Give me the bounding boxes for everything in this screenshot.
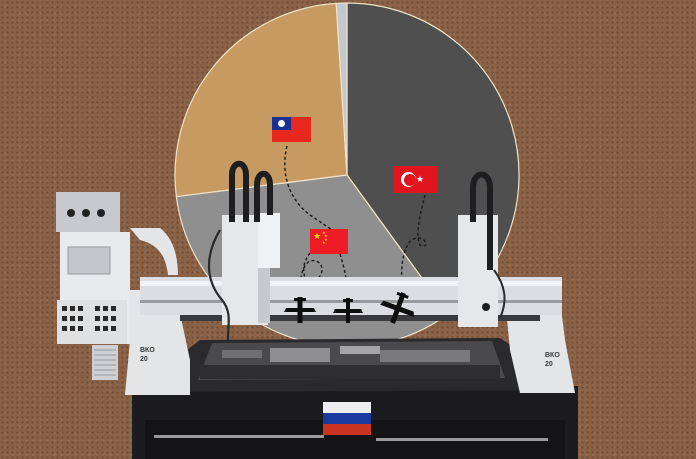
control-panel-keypad bbox=[57, 300, 127, 344]
china-flag-small-star-icon: ★ bbox=[324, 233, 328, 238]
cable-chain-3 bbox=[470, 171, 493, 270]
left-frame-label-2: 20 bbox=[140, 356, 148, 363]
china-flag-small-star-icon: ★ bbox=[322, 230, 326, 235]
table-rail-right bbox=[376, 438, 548, 441]
taiwan-flag-sun-icon bbox=[278, 120, 285, 127]
panel-knob-1 bbox=[67, 209, 75, 217]
cable-chain-1 bbox=[229, 160, 249, 222]
russia-flag-red-stripe bbox=[323, 424, 371, 435]
right-frame-label-2: 20 bbox=[545, 361, 553, 368]
left-frame-label: ВКО bbox=[140, 347, 155, 354]
turkey-flag-star-icon: ★ bbox=[416, 174, 425, 184]
control-panel-vent bbox=[92, 345, 118, 380]
cut-parts-1 bbox=[270, 348, 330, 362]
china-flag-small-star-icon: ★ bbox=[324, 237, 328, 242]
russia-flag bbox=[323, 402, 371, 435]
panel-knob-2 bbox=[82, 209, 90, 217]
right-frame-column bbox=[505, 300, 575, 393]
left-tool-head bbox=[258, 268, 270, 323]
drones bbox=[284, 291, 414, 324]
control-panel-arm bbox=[130, 228, 178, 275]
turkey-flag: ★ bbox=[393, 166, 437, 193]
cut-parts-3 bbox=[380, 350, 470, 362]
turkey-flag-crescent-cut bbox=[404, 173, 416, 186]
china-flag-big-star-icon: ★ bbox=[313, 231, 322, 241]
pie-slice-other bbox=[335, 2, 348, 176]
control-panel-screen bbox=[67, 246, 111, 275]
cut-parts-2 bbox=[340, 346, 380, 354]
russia-flag-blue-stripe bbox=[323, 413, 371, 424]
gantry-beam-underside bbox=[180, 315, 540, 321]
right-hose bbox=[493, 269, 506, 319]
flight-path-turkey bbox=[400, 194, 427, 291]
pie-slice-taiwan bbox=[174, 2, 348, 198]
drone-1 bbox=[284, 297, 316, 323]
right-frame-label: ВКО bbox=[545, 352, 560, 359]
taiwan-flag-canton bbox=[272, 117, 291, 130]
cut-parts-4 bbox=[222, 350, 262, 358]
drone-3 bbox=[380, 291, 414, 324]
vent-slats bbox=[94, 349, 116, 376]
cable-chain-2 bbox=[254, 170, 273, 222]
gantry-beam-highlight bbox=[140, 281, 562, 286]
left-frame-column bbox=[120, 290, 190, 395]
left-carriage-side bbox=[258, 213, 280, 268]
china-flag-small-star-icon: ★ bbox=[322, 240, 326, 245]
drone-2 bbox=[333, 298, 363, 323]
right-tool-knob bbox=[482, 303, 490, 311]
panel-knob-3 bbox=[97, 209, 105, 217]
bed-front-edge bbox=[200, 365, 500, 379]
table-rail-left bbox=[154, 435, 324, 438]
left-hose bbox=[207, 229, 230, 341]
china-flag: ★ ★ ★ ★ ★ bbox=[310, 229, 348, 254]
taiwan-flag bbox=[272, 117, 311, 142]
flight-path-taiwan bbox=[284, 145, 336, 233]
control-panel-buttons bbox=[62, 306, 116, 331]
russia-flag-white-stripe bbox=[323, 402, 371, 413]
